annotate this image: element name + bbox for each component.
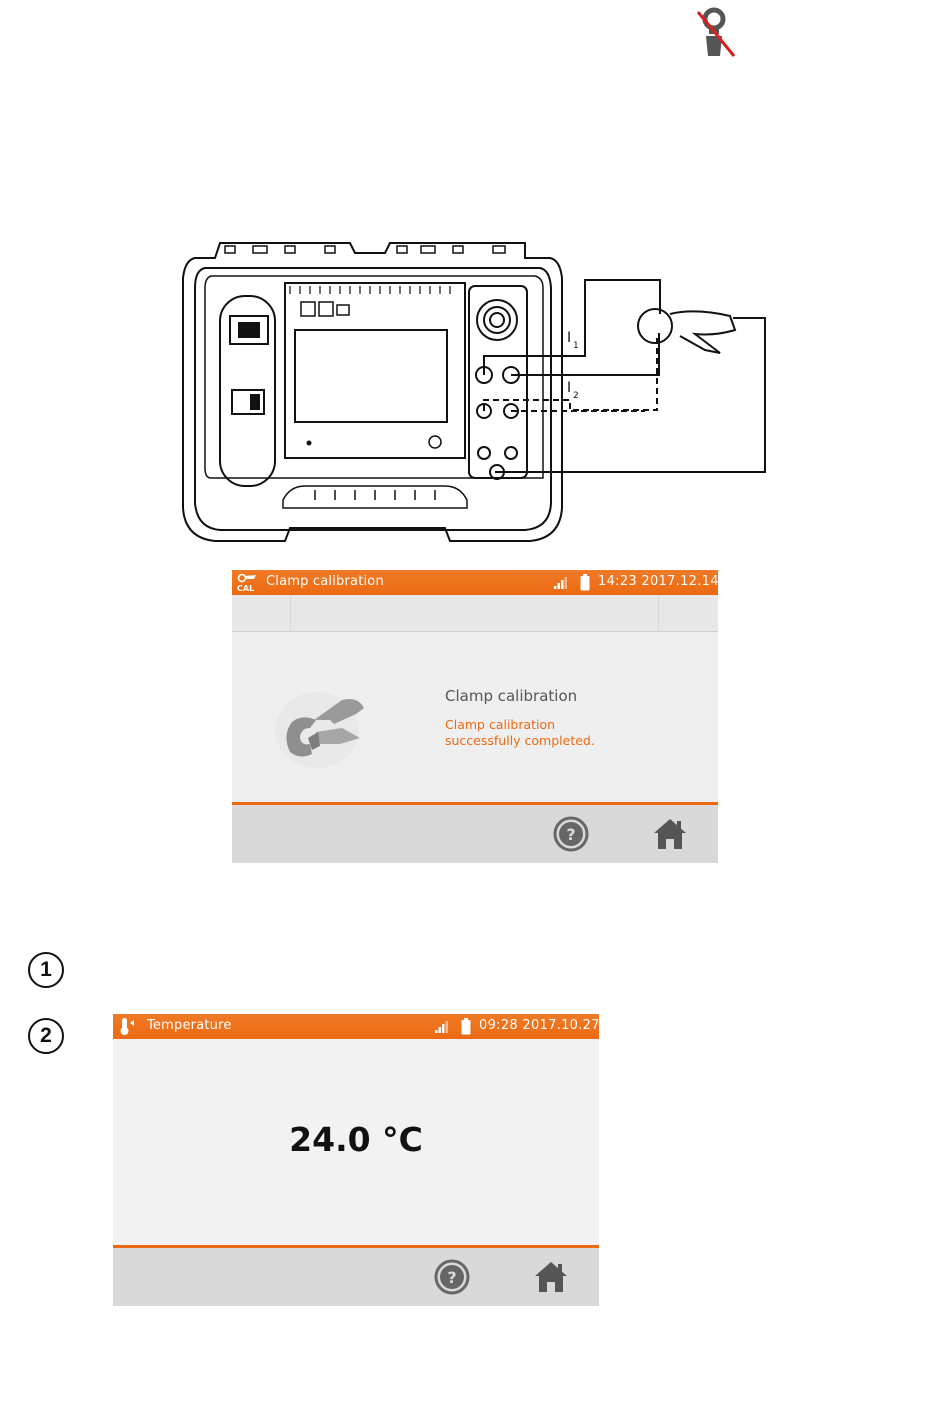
thermometer-icon — [117, 1017, 139, 1036]
signal-icon — [554, 576, 570, 589]
battery-icon — [580, 574, 590, 591]
label-i2: I — [567, 380, 571, 396]
title-bar: CAL Clamp calibration 14:23 2017.12.14 — [232, 570, 718, 595]
calibration-message-line2: successfully completed. — [445, 733, 595, 748]
screen-title: Clamp calibration — [266, 574, 384, 589]
home-button[interactable] — [532, 1258, 570, 1296]
help-button[interactable]: ? — [433, 1258, 471, 1296]
temperature-value: 24.0 °C — [113, 1120, 599, 1159]
battery-icon — [461, 1018, 471, 1035]
title-bar: Temperature 09:28 2017.10.27 — [113, 1014, 599, 1039]
clock: 09:28 2017.10.27 — [479, 1018, 599, 1033]
calibration-message-line1: Clamp calibration — [445, 717, 555, 732]
device-connection-diagram: I 1 I 2 — [175, 238, 775, 548]
calibration-heading: Clamp calibration — [445, 687, 577, 705]
screen-title: Temperature — [147, 1018, 232, 1033]
label-i2-sub: 2 — [573, 391, 579, 401]
clamp-calibration-screen: CAL Clamp calibration 14:23 2017.12.14 C… — [232, 570, 718, 863]
sub-header-bar — [232, 595, 718, 632]
svg-text:CAL: CAL — [237, 584, 254, 592]
bottom-toolbar: ? — [113, 1245, 599, 1306]
bottom-toolbar: ? — [232, 802, 718, 863]
step-marker-2: 2 — [28, 1018, 64, 1054]
temperature-screen: Temperature 09:28 2017.10.27 24.0 °C ? — [113, 1014, 599, 1306]
current-clamp-icon — [272, 680, 372, 770]
label-i1-sub: 1 — [573, 341, 579, 351]
help-button[interactable]: ? — [552, 815, 590, 853]
step-marker-1: 1 — [28, 952, 64, 988]
home-button[interactable] — [651, 815, 689, 853]
svg-text:?: ? — [566, 825, 575, 844]
svg-text:?: ? — [447, 1268, 456, 1287]
clamp-cal-icon: CAL — [236, 573, 258, 592]
clock: 14:23 2017.12.14 — [598, 574, 718, 589]
clamp-disconnected-icon — [690, 6, 740, 62]
label-i1: I — [567, 330, 571, 346]
signal-icon — [435, 1020, 451, 1033]
